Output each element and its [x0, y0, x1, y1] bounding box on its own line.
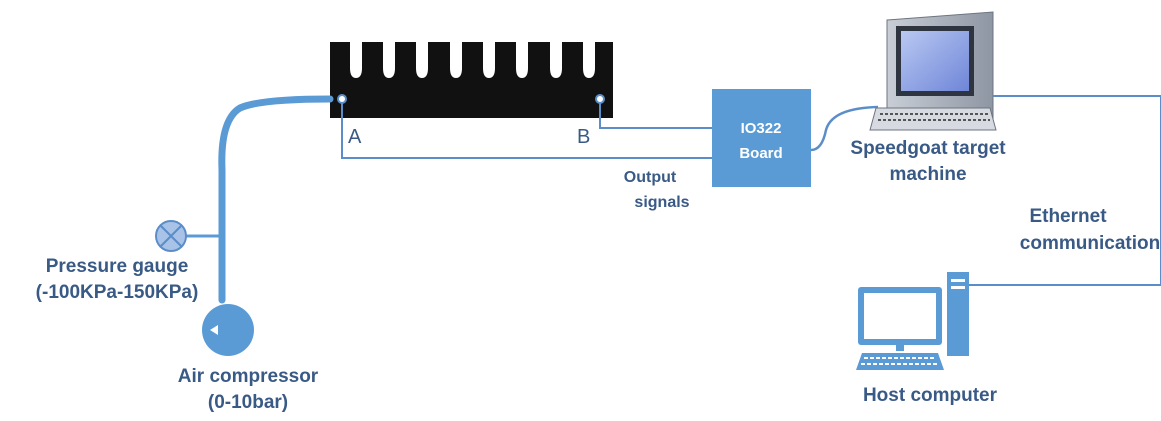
air-compressor-label-line2: (0-10bar)	[208, 392, 288, 413]
board-label-line1: IO322	[741, 120, 782, 137]
wire-port-a-to-board	[341, 103, 712, 159]
host-computer-label: Host computer	[863, 385, 998, 406]
port-a-marker	[337, 94, 347, 104]
pressure-gauge-label-line2: (-100KPa-150KPa)	[36, 282, 199, 303]
air-tube	[218, 95, 334, 304]
air-compressor-icon	[202, 304, 254, 356]
pressure-gauge-icon	[155, 220, 187, 252]
ethernet-label-line1: Ethernet	[1029, 206, 1107, 227]
ethernet-label-line2: communication	[1020, 233, 1160, 254]
port-b-marker	[595, 94, 605, 104]
target-machine-label-line2: machine	[889, 164, 966, 185]
pressure-gauge-label-line1: Pressure gauge	[46, 256, 189, 277]
host-computer-icon	[856, 272, 969, 370]
port-b-label: B	[577, 126, 590, 148]
output-signals-label-line1: Output	[624, 169, 677, 186]
soft-actuator-icon	[330, 42, 613, 118]
port-a-label: A	[348, 126, 362, 148]
ethernet-cable	[968, 95, 1161, 286]
io322-board	[712, 89, 811, 187]
wire-port-b-to-board	[599, 103, 712, 129]
output-signals-label-line2: signals	[634, 194, 689, 211]
board-label-line2: Board	[739, 145, 782, 162]
board-to-target-cable	[810, 105, 879, 152]
air-compressor-label-line1: Air compressor	[178, 366, 319, 387]
target-machine-label-line1: Speedgoat target	[850, 138, 1006, 159]
target-computer-icon	[869, 11, 997, 131]
